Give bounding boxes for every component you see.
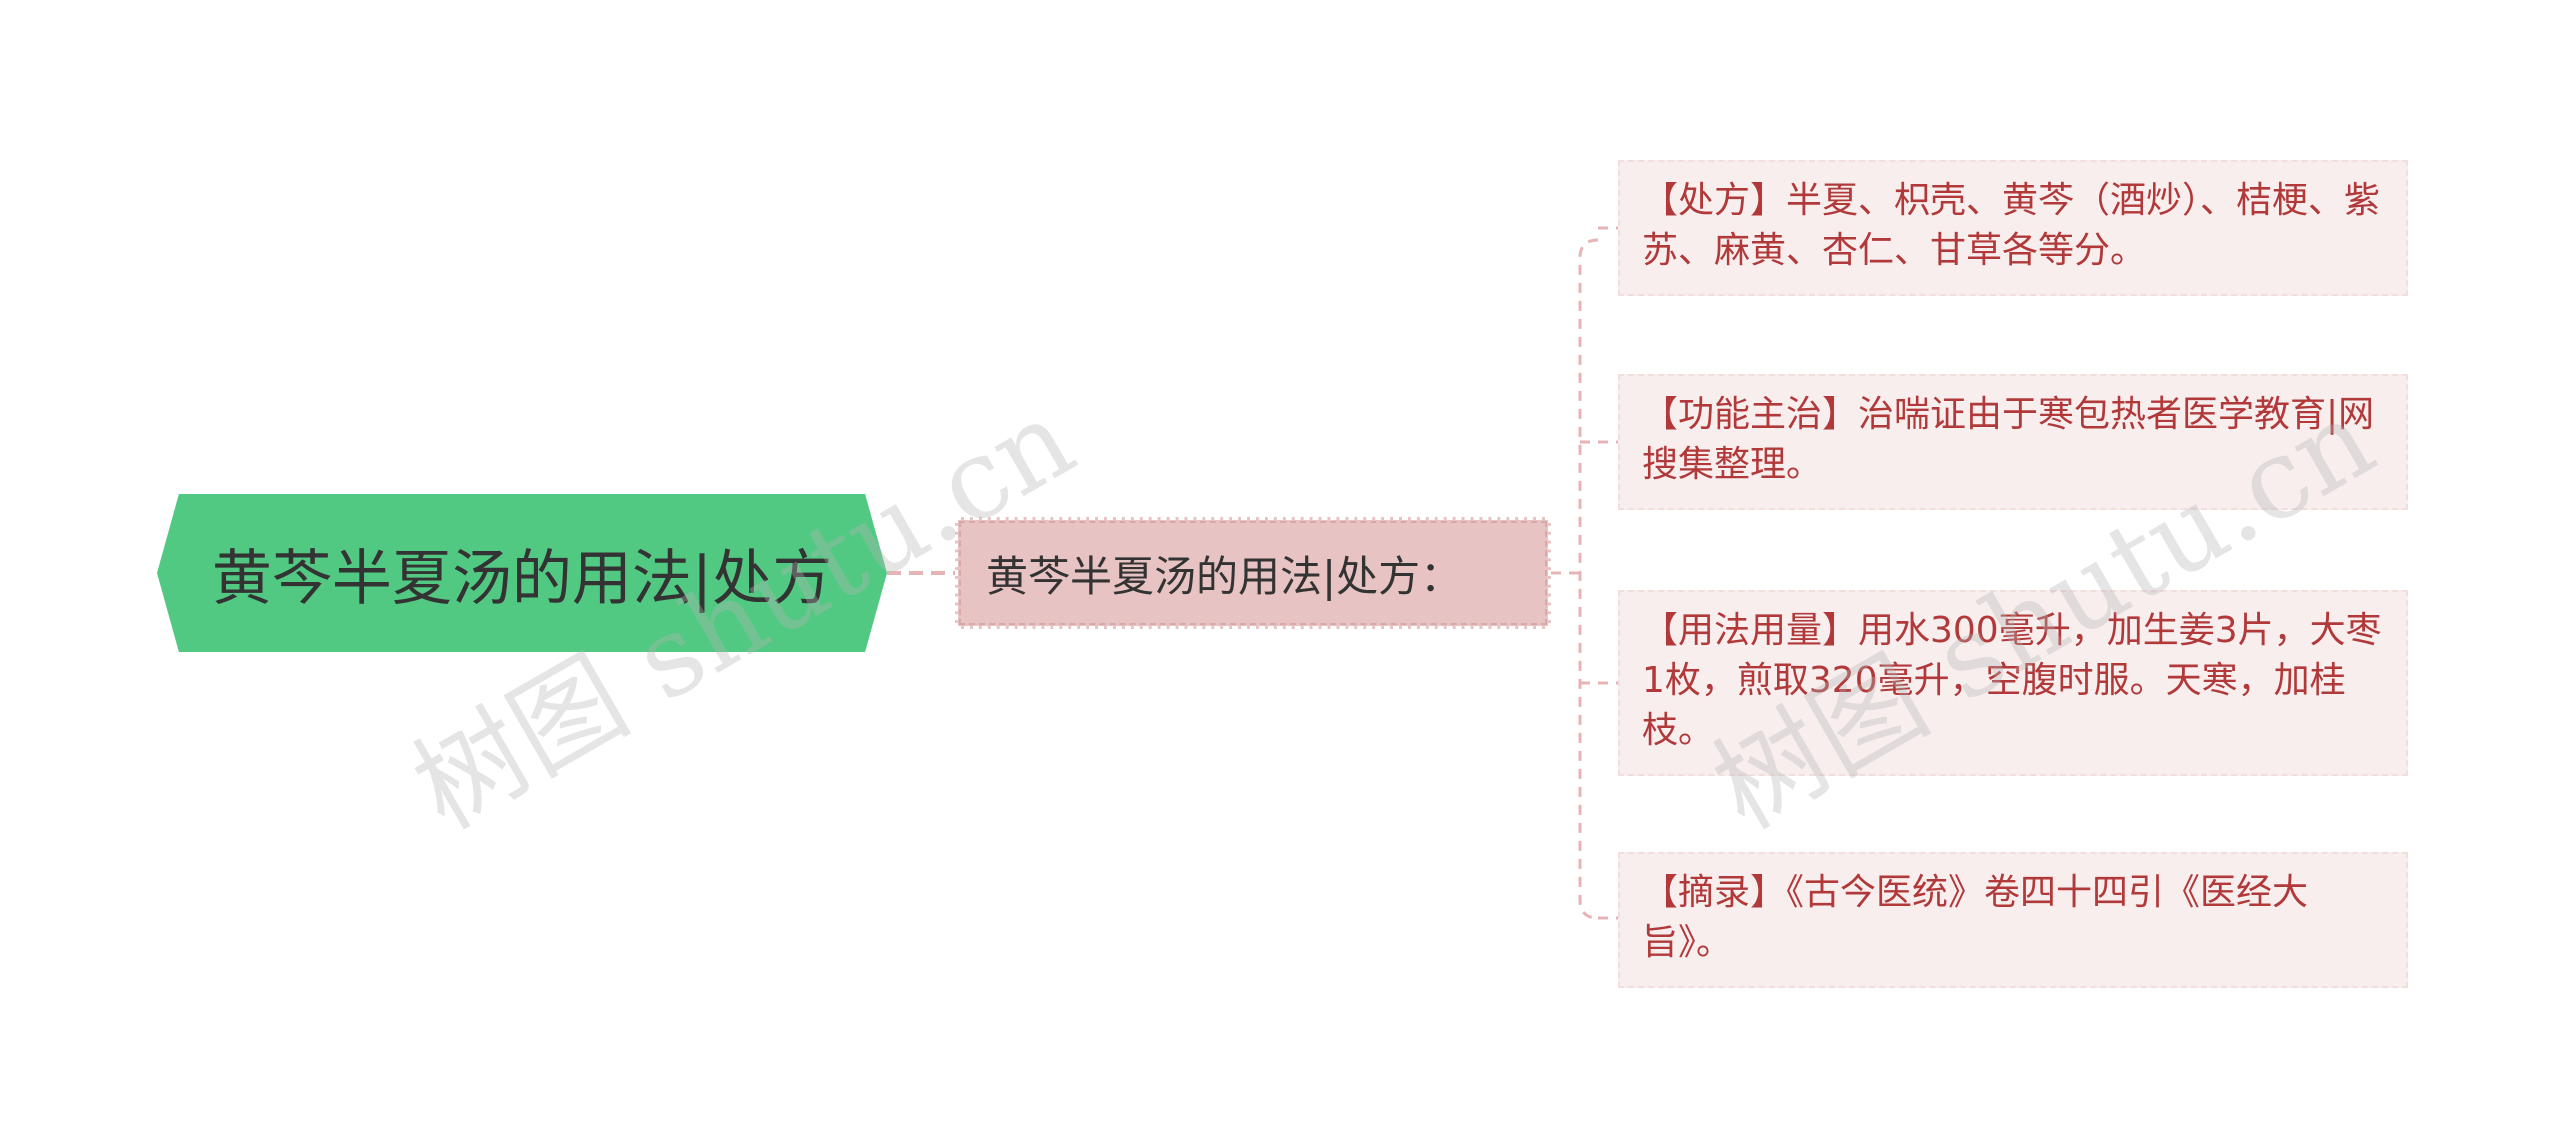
- leaf-node-indications[interactable]: 【功能主治】治喘证由于寒包热者医学教育|网搜集整理。: [1618, 374, 2408, 510]
- leaf-text: 【功能主治】治喘证由于寒包热者医学教育|网搜集整理。: [1642, 394, 2375, 485]
- leaf-node-dosage[interactable]: 【用法用量】用水300毫升，加生姜3片，大枣1枚，煎取320毫升，空腹时服。天寒…: [1618, 590, 2408, 776]
- subtopic-node[interactable]: 黄芩半夏汤的用法|处方：: [955, 517, 1551, 629]
- root-topic-node[interactable]: 黄芩半夏汤的用法|处方: [157, 494, 887, 652]
- leaf-node-excerpt[interactable]: 【摘录】《古今医统》卷四十四引《医经大旨》。: [1618, 852, 2408, 988]
- root-topic-label: 黄芩半夏汤的用法|处方: [211, 543, 833, 614]
- leaf-node-prescription[interactable]: 【处方】半夏、枳壳、黄芩（酒炒）、桔梗、紫苏、麻黄、杏仁、甘草各等分。: [1618, 160, 2408, 296]
- subtopic-label: 黄芩半夏汤的用法|处方：: [986, 551, 1463, 601]
- leaf-text: 【处方】半夏、枳壳、黄芩（酒炒）、桔梗、紫苏、麻黄、杏仁、甘草各等分。: [1642, 180, 2381, 271]
- leaf-text: 【用法用量】用水300毫升，加生姜3片，大枣1枚，煎取320毫升，空腹时服。天寒…: [1642, 610, 2382, 751]
- leaf-text: 【摘录】《古今医统》卷四十四引《医经大旨》。: [1642, 872, 2309, 963]
- connector-trunk: [1578, 238, 1599, 920]
